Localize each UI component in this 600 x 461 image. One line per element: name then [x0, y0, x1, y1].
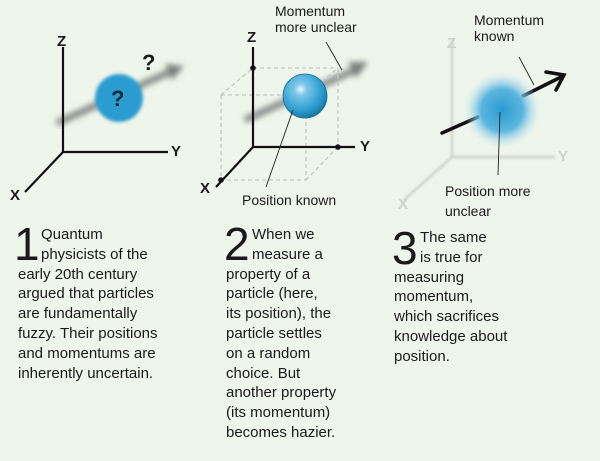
fuzzy-particle	[95, 74, 143, 122]
panel3-graphic	[403, 40, 567, 201]
label-line: Momentum	[275, 3, 346, 19]
panel2-graphic	[215, 41, 368, 188]
caption-line: and momentums are	[18, 344, 156, 362]
caption-line: choice. But	[226, 364, 301, 382]
caption-2: When we measure a property of a particle…	[226, 225, 336, 443]
caption-line: fuzzy. Their positions	[18, 324, 158, 342]
caption-line: When we	[252, 226, 315, 243]
caption-1: Quantum physicists of the early 20th cen…	[18, 225, 158, 383]
caption-line: particle (here,	[226, 285, 318, 303]
label-line: unclear	[445, 203, 491, 219]
axes	[215, 47, 355, 188]
caption-3: The same is true for measuring momentum,…	[394, 228, 507, 367]
caption-line: inherently uncertain.	[18, 364, 154, 382]
caption-line: Quantum	[41, 226, 103, 243]
position-known-label: Position known	[242, 192, 337, 208]
step-number-1: 1	[14, 218, 40, 270]
caption-line: property of a	[226, 265, 311, 283]
momentum-leader-line	[325, 41, 343, 71]
caption-line: becomes hazier.	[226, 423, 336, 441]
caption-line: particle settles	[226, 324, 322, 342]
caption-line: position.	[394, 347, 450, 365]
y-axis-label: Y	[171, 143, 182, 160]
caption-line: knowledge about	[394, 327, 508, 345]
y-axis-label: Y	[360, 138, 371, 155]
caption-line: are fundamentally	[18, 305, 138, 323]
position-more-unclear-label: Position more unclear	[445, 181, 531, 221]
fuzzy-particle-cloud	[464, 72, 540, 148]
panel1-graphic	[24, 47, 184, 193]
position-leader-line	[265, 109, 294, 188]
caption-line: The same	[420, 229, 487, 246]
particle-question-mark: ?	[111, 86, 125, 111]
z-axis-label: Z	[247, 29, 257, 46]
momentum-known-label: Momentum known	[474, 12, 544, 44]
z-axis-label: Z	[57, 33, 67, 50]
position-leader-line	[497, 111, 501, 176]
x-axis-label: X	[10, 187, 21, 204]
caption-line: is true for	[420, 248, 483, 266]
label-line: Momentum	[474, 12, 545, 28]
x-axis-label: X	[398, 196, 409, 213]
caption-line: argued that particles	[18, 285, 154, 303]
momentum-more-unclear-label: Momentum more unclear	[275, 3, 357, 35]
caption-line: momentum,	[394, 288, 474, 306]
caption-line: measuring	[394, 268, 465, 286]
z-axis-label: Z	[447, 35, 457, 52]
caption-line: measure a	[252, 245, 323, 263]
label-line: more unclear	[275, 19, 357, 35]
caption-line: another property	[226, 384, 337, 402]
momentum-question-mark: ?	[142, 50, 156, 75]
particle-sphere	[282, 73, 328, 119]
axis-points	[218, 65, 341, 183]
label-line: Position more	[445, 183, 531, 199]
step-number-2: 2	[224, 218, 250, 270]
step-number-3: 3	[392, 222, 418, 274]
momentum-leader-line	[518, 56, 535, 86]
label-line: known	[474, 28, 515, 44]
axes	[24, 47, 168, 193]
caption-line: early 20th century	[18, 265, 138, 283]
caption-line: on a random	[226, 344, 311, 362]
caption-line: (its momentum)	[226, 404, 331, 422]
dashed-position-box	[220, 67, 339, 181]
caption-line: which sacrifices	[394, 308, 500, 326]
x-axis-label: X	[200, 180, 211, 197]
faded-axes	[403, 40, 555, 201]
caption-line: physicists of the	[41, 245, 148, 263]
caption-line: its position), the	[226, 305, 332, 323]
y-axis-label: Y	[558, 148, 569, 165]
